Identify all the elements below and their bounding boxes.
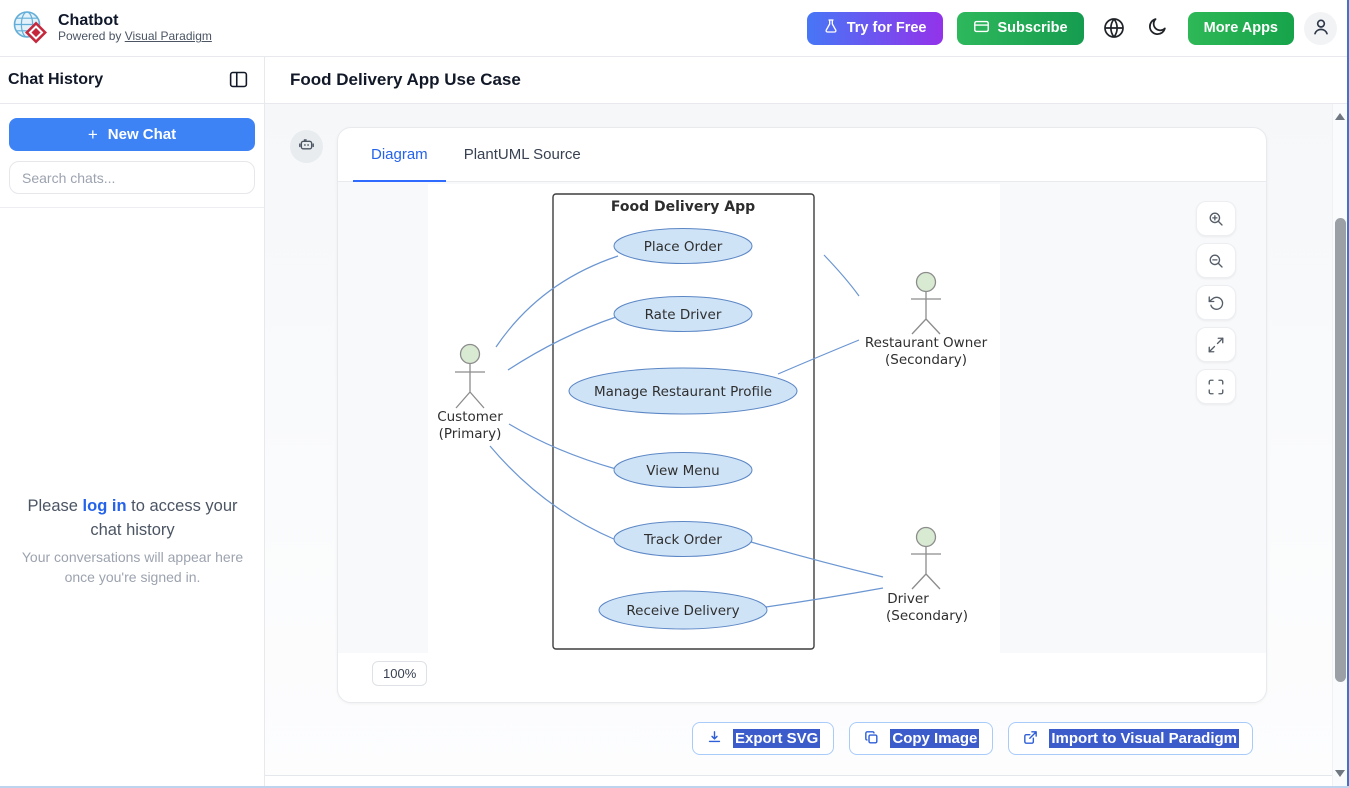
try-for-free-button[interactable]: Try for Free xyxy=(806,11,943,45)
use-case-rate-driver: Rate Driver xyxy=(613,296,753,332)
use-case-track-order: Track Order xyxy=(613,521,753,557)
subscribe-button[interactable]: Subscribe xyxy=(956,11,1084,45)
login-text-before: Please xyxy=(27,497,83,515)
app-header: Chatbot Powered by Visual Paradigm Try f… xyxy=(0,0,1349,57)
copy-icon xyxy=(863,729,880,749)
external-link-icon xyxy=(1022,729,1039,749)
subscribe-label: Subscribe xyxy=(997,20,1068,36)
diagram-actions: Export SVG Copy Image Import to Visual P… xyxy=(337,722,1253,755)
diagram-viewport[interactable]: Food Delivery App xyxy=(338,182,1266,653)
search-chats-input[interactable] xyxy=(9,161,255,194)
import-to-visual-paradigm-label: Import to Visual Paradigm xyxy=(1049,729,1239,748)
scrollbar-thumb[interactable] xyxy=(1335,218,1346,682)
moon-icon[interactable] xyxy=(1146,16,1170,40)
actor-customer xyxy=(455,343,485,409)
globe-icon[interactable] xyxy=(1102,16,1126,40)
download-icon xyxy=(706,729,723,749)
use-case-diagram: Food Delivery App xyxy=(428,184,1000,653)
tabs: Diagram PlantUML Source xyxy=(338,128,1266,182)
robot-icon xyxy=(297,135,316,159)
credit-card-icon xyxy=(973,18,990,39)
more-apps-button[interactable]: More Apps xyxy=(1187,11,1294,45)
actor-driver xyxy=(911,526,941,590)
login-note: Your conversations will appear here once… xyxy=(21,548,244,586)
actor-customer-name: Customer xyxy=(437,409,503,425)
diagram-message-card: Diagram PlantUML Source Food Delivery Ap… xyxy=(337,127,1267,703)
try-for-free-label: Try for Free xyxy=(846,20,927,36)
login-text-after: to access your chat history xyxy=(90,497,238,539)
app-title: Chatbot xyxy=(58,11,119,29)
zoom-out-icon[interactable] xyxy=(1196,243,1236,278)
log-in-link[interactable]: log in xyxy=(82,497,127,515)
use-case-label: Place Order xyxy=(644,239,723,255)
sidebar-divider xyxy=(0,207,264,208)
chat-input-divider xyxy=(265,775,1349,788)
actor-driver-role: (Secondary) xyxy=(886,608,968,624)
person-icon xyxy=(1311,17,1331,40)
plus-icon: + xyxy=(87,124,98,144)
actor-restaurant-owner xyxy=(911,271,941,335)
actor-customer-role: (Primary) xyxy=(439,426,502,442)
new-chat-label: New Chat xyxy=(107,126,177,143)
import-to-visual-paradigm-button[interactable]: Import to Visual Paradigm xyxy=(1008,722,1253,755)
actor-restaurant-owner-name: Restaurant Owner xyxy=(865,335,988,351)
fullscreen-icon[interactable] xyxy=(1196,369,1236,404)
zoom-in-icon[interactable] xyxy=(1196,201,1236,236)
association-edges xyxy=(489,254,884,608)
expand-icon[interactable] xyxy=(1196,327,1236,362)
use-case-label: Manage Restaurant Profile xyxy=(594,384,772,400)
use-case-label: View Menu xyxy=(646,463,719,479)
bot-avatar xyxy=(290,130,323,163)
copy-image-button[interactable]: Copy Image xyxy=(849,722,994,755)
system-boundary-title: Food Delivery App xyxy=(611,199,755,215)
chat-area: Diagram PlantUML Source Food Delivery Ap… xyxy=(265,104,1349,788)
diagram-zoom-controls xyxy=(1196,201,1236,404)
use-case-label: Rate Driver xyxy=(645,307,722,323)
zoom-level-badge: 100% xyxy=(372,661,428,686)
scroll-up-arrow[interactable] xyxy=(1335,113,1345,120)
use-case-label: Track Order xyxy=(643,532,722,548)
main-panel: Food Delivery App Use Case Diagram Plant… xyxy=(265,57,1349,788)
window-edge xyxy=(1347,0,1349,788)
use-case-label: Receive Delivery xyxy=(626,603,739,619)
powered-by: Powered by Visual Paradigm xyxy=(58,29,212,44)
new-chat-button[interactable]: + New Chat xyxy=(9,118,255,151)
window-edge-bottom xyxy=(0,786,1349,788)
reset-view-icon[interactable] xyxy=(1196,285,1236,320)
chat-history-sidebar: Chat History + New Chat Please log in to… xyxy=(0,57,265,788)
more-apps-label: More Apps xyxy=(1203,20,1278,36)
use-case-place-order: Place Order xyxy=(613,228,753,264)
tab-diagram[interactable]: Diagram xyxy=(353,128,446,182)
copy-image-label: Copy Image xyxy=(890,729,980,748)
scroll-down-arrow[interactable] xyxy=(1335,770,1345,777)
export-svg-button[interactable]: Export SVG xyxy=(692,722,835,755)
login-prompt: Please log in to access your chat histor… xyxy=(0,495,265,587)
visual-paradigm-link[interactable]: Visual Paradigm xyxy=(124,29,212,44)
actor-driver-name: Driver xyxy=(887,591,929,607)
use-case-view-menu: View Menu xyxy=(613,452,753,488)
powered-by-text: Powered by xyxy=(58,29,125,44)
page-scrollbar[interactable] xyxy=(1332,104,1347,786)
collapse-sidebar-icon[interactable] xyxy=(227,69,249,91)
tab-plantuml-source[interactable]: PlantUML Source xyxy=(446,128,599,181)
export-svg-label: Export SVG xyxy=(733,729,821,748)
visual-paradigm-logo-icon xyxy=(12,9,50,47)
conversation-title: Food Delivery App Use Case xyxy=(290,70,521,89)
use-case-manage-restaurant-profile: Manage Restaurant Profile xyxy=(568,367,798,415)
actor-restaurant-owner-role: (Secondary) xyxy=(885,352,967,368)
use-case-receive-delivery: Receive Delivery xyxy=(598,590,768,630)
sidebar-title: Chat History xyxy=(8,71,104,88)
flask-icon xyxy=(823,18,839,38)
account-avatar[interactable] xyxy=(1304,11,1337,45)
